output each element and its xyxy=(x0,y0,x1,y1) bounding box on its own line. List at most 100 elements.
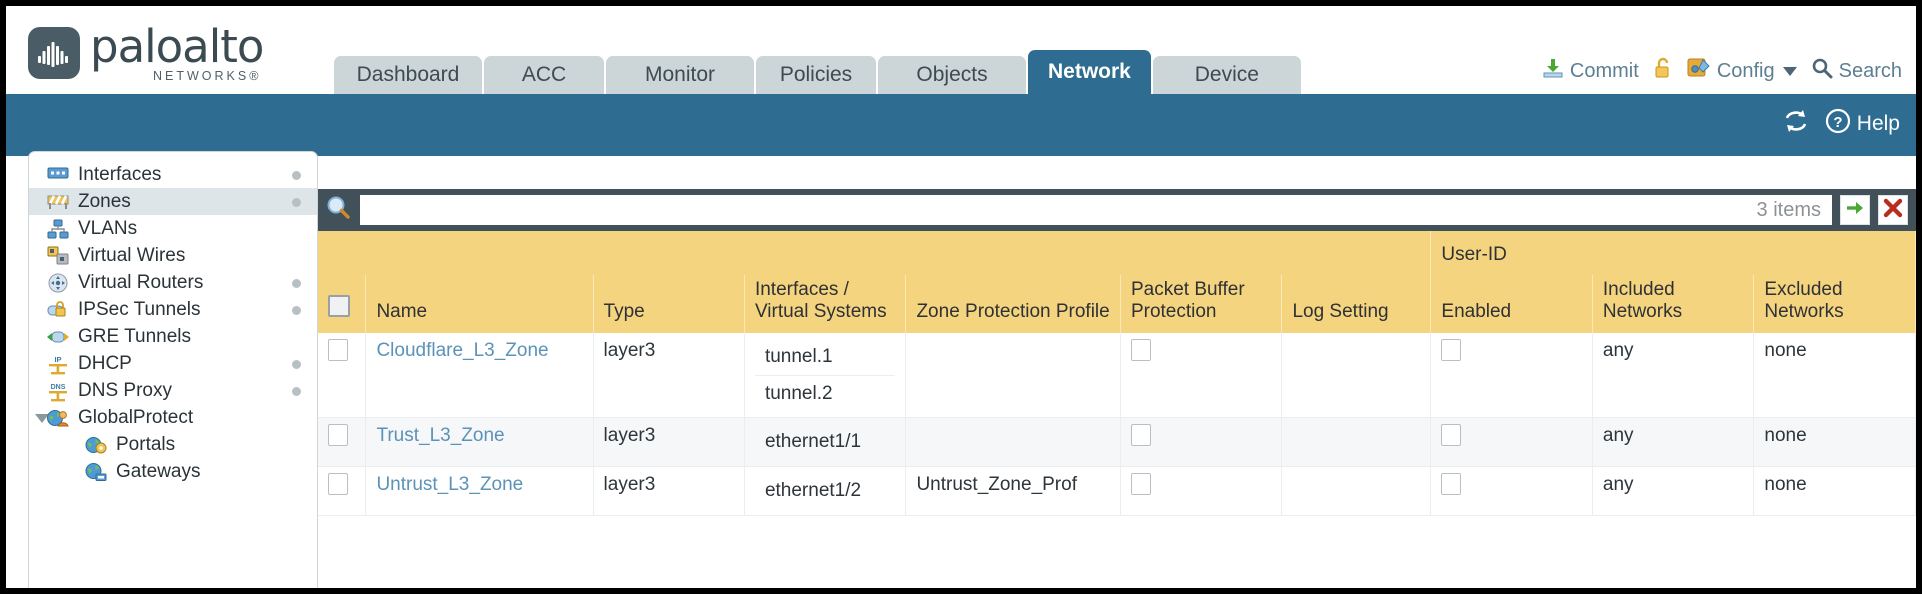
userid-enabled-checkbox[interactable] xyxy=(1441,424,1462,447)
main-nav-tabs: Dashboard ACC Monitor Policies Objects N… xyxy=(334,50,1301,94)
row-checkbox[interactable] xyxy=(328,424,348,447)
sidebar-item-vlans[interactable]: VLANs xyxy=(29,215,317,242)
sidebar-item-ipsec-tunnels[interactable]: IPSec Tunnels xyxy=(29,296,317,323)
zone-name-link[interactable]: Trust_L3_Zone xyxy=(376,425,505,447)
cell-excluded-networks: none xyxy=(1753,332,1916,419)
red-x-clear-icon xyxy=(1882,197,1904,224)
lock-button[interactable] xyxy=(1653,57,1673,85)
column-header-zone-protection[interactable]: Zone Protection Profile xyxy=(905,275,1121,333)
sidebar-item-label: DHCP xyxy=(78,352,132,374)
search-magnifier-icon xyxy=(1811,57,1833,85)
cell-interfaces: ethernet1/2 xyxy=(744,466,907,516)
sidebar-item-dhcp[interactable]: IP DHCP xyxy=(29,350,317,377)
ipsec-tunnels-icon xyxy=(47,300,69,320)
column-header-enabled[interactable]: Enabled xyxy=(1430,275,1593,333)
column-header-log-setting[interactable]: Log Setting xyxy=(1281,275,1432,333)
status-dot xyxy=(292,170,301,180)
interface-item: tunnel.1 xyxy=(754,339,896,376)
commit-button[interactable]: Commit xyxy=(1542,57,1639,85)
sidebar-item-globalprotect[interactable]: GlobalProtect xyxy=(29,404,317,431)
row-checkbox[interactable] xyxy=(328,473,348,496)
svg-text:DNS: DNS xyxy=(51,384,66,391)
zone-name-link[interactable]: Cloudflare_L3_Zone xyxy=(376,339,549,361)
sidebar-item-label: GRE Tunnels xyxy=(78,325,191,347)
cell-zone-protection: Untrust_Zone_Prof xyxy=(905,466,1121,516)
column-header-included-networks[interactable]: Included Networks xyxy=(1592,275,1755,333)
group-header-userid: User-ID xyxy=(1430,231,1916,275)
cell-type: layer3 xyxy=(593,332,745,419)
search-input[interactable]: 3 items xyxy=(360,195,1832,225)
tab-dashboard[interactable]: Dashboard xyxy=(334,56,482,94)
tab-objects[interactable]: Objects xyxy=(878,56,1026,94)
paloalto-logo: paloalto NETWORKS® xyxy=(28,24,264,83)
apply-filter-button[interactable] xyxy=(1840,195,1870,225)
sidebar-item-virtual-wires[interactable]: Virtual Wires xyxy=(29,242,317,269)
sidebar-item-label: DNS Proxy xyxy=(78,379,172,401)
refresh-button[interactable] xyxy=(1783,109,1809,139)
tab-device[interactable]: Device xyxy=(1152,56,1301,94)
packet-buffer-checkbox[interactable] xyxy=(1130,338,1151,361)
paloalto-logo-mark-icon xyxy=(28,27,80,80)
column-header-packet-buffer[interactable]: Packet Buffer Protection xyxy=(1120,275,1283,333)
sidebar-item-virtual-routers[interactable]: Virtual Routers xyxy=(29,269,317,296)
table-row[interactable]: Untrust_L3_Zone layer3 ethernet1/2 Untru… xyxy=(318,466,1916,516)
cell-packet-buffer xyxy=(1120,332,1283,419)
top-header: paloalto NETWORKS® Dashboard ACC Monitor… xyxy=(6,6,1916,94)
config-menu[interactable]: Config xyxy=(1687,57,1797,85)
status-dot xyxy=(292,278,301,288)
packet-buffer-checkbox[interactable] xyxy=(1130,424,1151,447)
column-header-name[interactable]: Name xyxy=(365,275,594,333)
table-group-header-row: User-ID xyxy=(318,231,1916,275)
cell-name: Trust_L3_Zone xyxy=(365,417,594,468)
row-checkbox[interactable] xyxy=(328,338,348,361)
gre-tunnels-icon xyxy=(47,327,69,347)
cell-excluded-networks: none xyxy=(1753,466,1916,516)
interface-item: ethernet1/2 xyxy=(764,480,862,502)
expand-triangle-icon[interactable] xyxy=(35,413,49,423)
packet-buffer-checkbox[interactable] xyxy=(1130,473,1151,496)
table-row[interactable]: Cloudflare_L3_Zone layer3 tunnel.1 tunne… xyxy=(318,332,1916,419)
refresh-icon xyxy=(1783,109,1809,139)
clear-filter-button[interactable] xyxy=(1878,195,1908,225)
tab-network[interactable]: Network xyxy=(1028,50,1151,94)
sidebar-item-label: Zones xyxy=(78,190,131,212)
chevron-down-icon[interactable] xyxy=(1782,66,1797,76)
group-header-spacer xyxy=(318,231,1432,275)
sidebar-item-dns-proxy[interactable]: DNS DNS Proxy xyxy=(29,377,317,404)
column-header-type[interactable]: Type xyxy=(593,275,745,333)
tab-policies[interactable]: Policies xyxy=(756,56,876,94)
row-select-cell xyxy=(318,417,367,468)
userid-enabled-checkbox[interactable] xyxy=(1441,338,1462,361)
cell-included-networks: any xyxy=(1592,332,1755,419)
table-row[interactable]: Trust_L3_Zone layer3 ethernet1/1 any xyxy=(318,417,1916,468)
table-header-row: Name Type Interfaces / Virtual Systems Z… xyxy=(318,275,1916,333)
help-button[interactable]: ? Help xyxy=(1825,108,1900,140)
column-header-excluded-networks[interactable]: Excluded Networks xyxy=(1753,275,1916,333)
interface-item: ethernet1/1 xyxy=(764,431,862,453)
cell-enabled xyxy=(1430,417,1593,468)
cell-included-networks: any xyxy=(1592,417,1755,468)
select-all-checkbox[interactable] xyxy=(328,295,350,318)
column-header-interfaces[interactable]: Interfaces / Virtual Systems xyxy=(744,275,907,333)
tab-monitor[interactable]: Monitor xyxy=(606,56,754,94)
zone-name-link[interactable]: Untrust_L3_Zone xyxy=(376,474,524,496)
sidebar-item-interfaces[interactable]: Interfaces xyxy=(29,161,317,188)
top-actions: Commit Config xyxy=(1542,57,1902,85)
items-count-label: 3 items xyxy=(1756,198,1821,221)
sidebar-item-zones[interactable]: Zones xyxy=(29,188,317,215)
svg-text:?: ? xyxy=(1833,114,1842,131)
sidebar-item-portals[interactable]: Portals xyxy=(29,431,317,458)
cell-name: Untrust_L3_Zone xyxy=(365,466,594,516)
sidebar-item-label: Virtual Routers xyxy=(78,271,204,293)
sidebar-item-gre-tunnels[interactable]: GRE Tunnels xyxy=(29,323,317,350)
search-button[interactable]: Search xyxy=(1811,57,1902,85)
status-dot xyxy=(292,386,301,396)
sidebar-item-gateways[interactable]: Gateways xyxy=(29,458,317,485)
cell-name: Cloudflare_L3_Zone xyxy=(365,332,594,419)
status-dot xyxy=(292,359,301,369)
sidebar-item-label: VLANs xyxy=(78,217,138,239)
help-question-icon: ? xyxy=(1825,108,1851,140)
tab-acc[interactable]: ACC xyxy=(484,56,604,94)
userid-enabled-checkbox[interactable] xyxy=(1441,473,1462,496)
search-label: Search xyxy=(1838,59,1902,82)
